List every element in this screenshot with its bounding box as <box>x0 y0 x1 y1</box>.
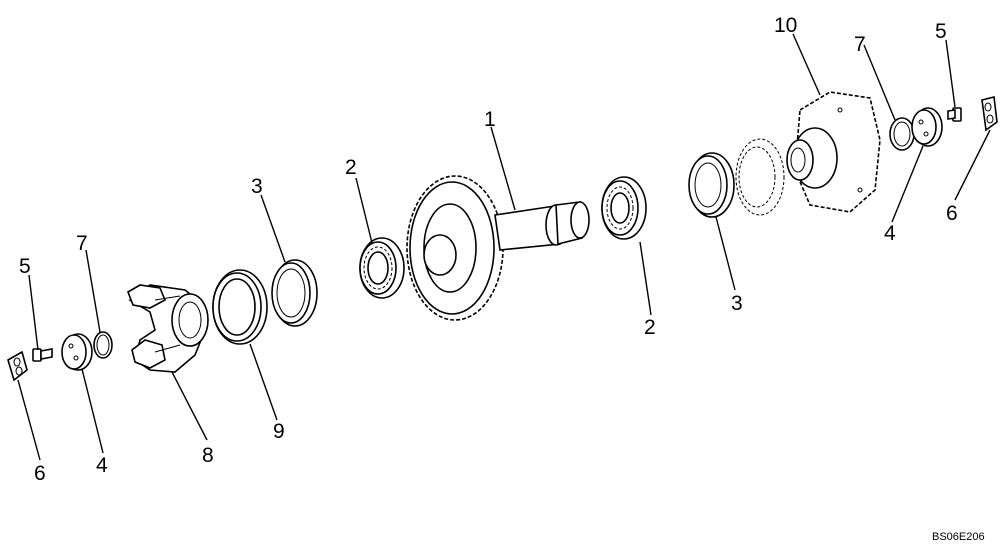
part-lock-plate-left <box>7 350 28 382</box>
part-bolt-right <box>947 107 962 122</box>
part-bearing-cone-left <box>359 237 405 299</box>
callout-6-right: 6 <box>946 202 958 225</box>
leader-lines <box>17 33 991 461</box>
callout-3-right: 3 <box>731 292 743 315</box>
callout-2-right: 2 <box>644 316 656 339</box>
callout-6-left: 6 <box>34 462 46 485</box>
callout-9: 9 <box>273 420 285 443</box>
callout-5-right: 5 <box>935 20 947 43</box>
part-bearing-cup-right <box>688 152 735 218</box>
part-bolt-left <box>32 348 53 362</box>
part-housing-cover <box>786 91 881 213</box>
part-bearing-cone-right <box>601 176 647 240</box>
part-gear-shaft <box>406 175 590 321</box>
part-washer-right <box>911 107 943 147</box>
callout-4-right: 4 <box>884 222 896 245</box>
part-yoke <box>127 284 209 373</box>
part-washer-left <box>61 333 93 371</box>
part-seal-left <box>212 269 268 345</box>
callout-5-left: 5 <box>19 255 31 278</box>
callout-4-left: 4 <box>96 454 108 477</box>
callout-10: 10 <box>774 14 797 37</box>
callout-8: 8 <box>202 444 214 467</box>
callout-7-right: 7 <box>854 33 866 56</box>
part-lock-plate-right <box>981 96 998 132</box>
drawing-reference: BS06E206 <box>932 531 985 543</box>
callout-3-left: 3 <box>251 175 263 198</box>
part-oring-left <box>93 331 113 359</box>
callout-7-left: 7 <box>76 232 88 255</box>
callout-1: 1 <box>484 108 496 131</box>
part-gasket <box>735 138 785 216</box>
part-bearing-cup-left <box>271 259 318 327</box>
part-oring-right <box>889 117 915 151</box>
callout-2-left: 2 <box>345 156 357 179</box>
